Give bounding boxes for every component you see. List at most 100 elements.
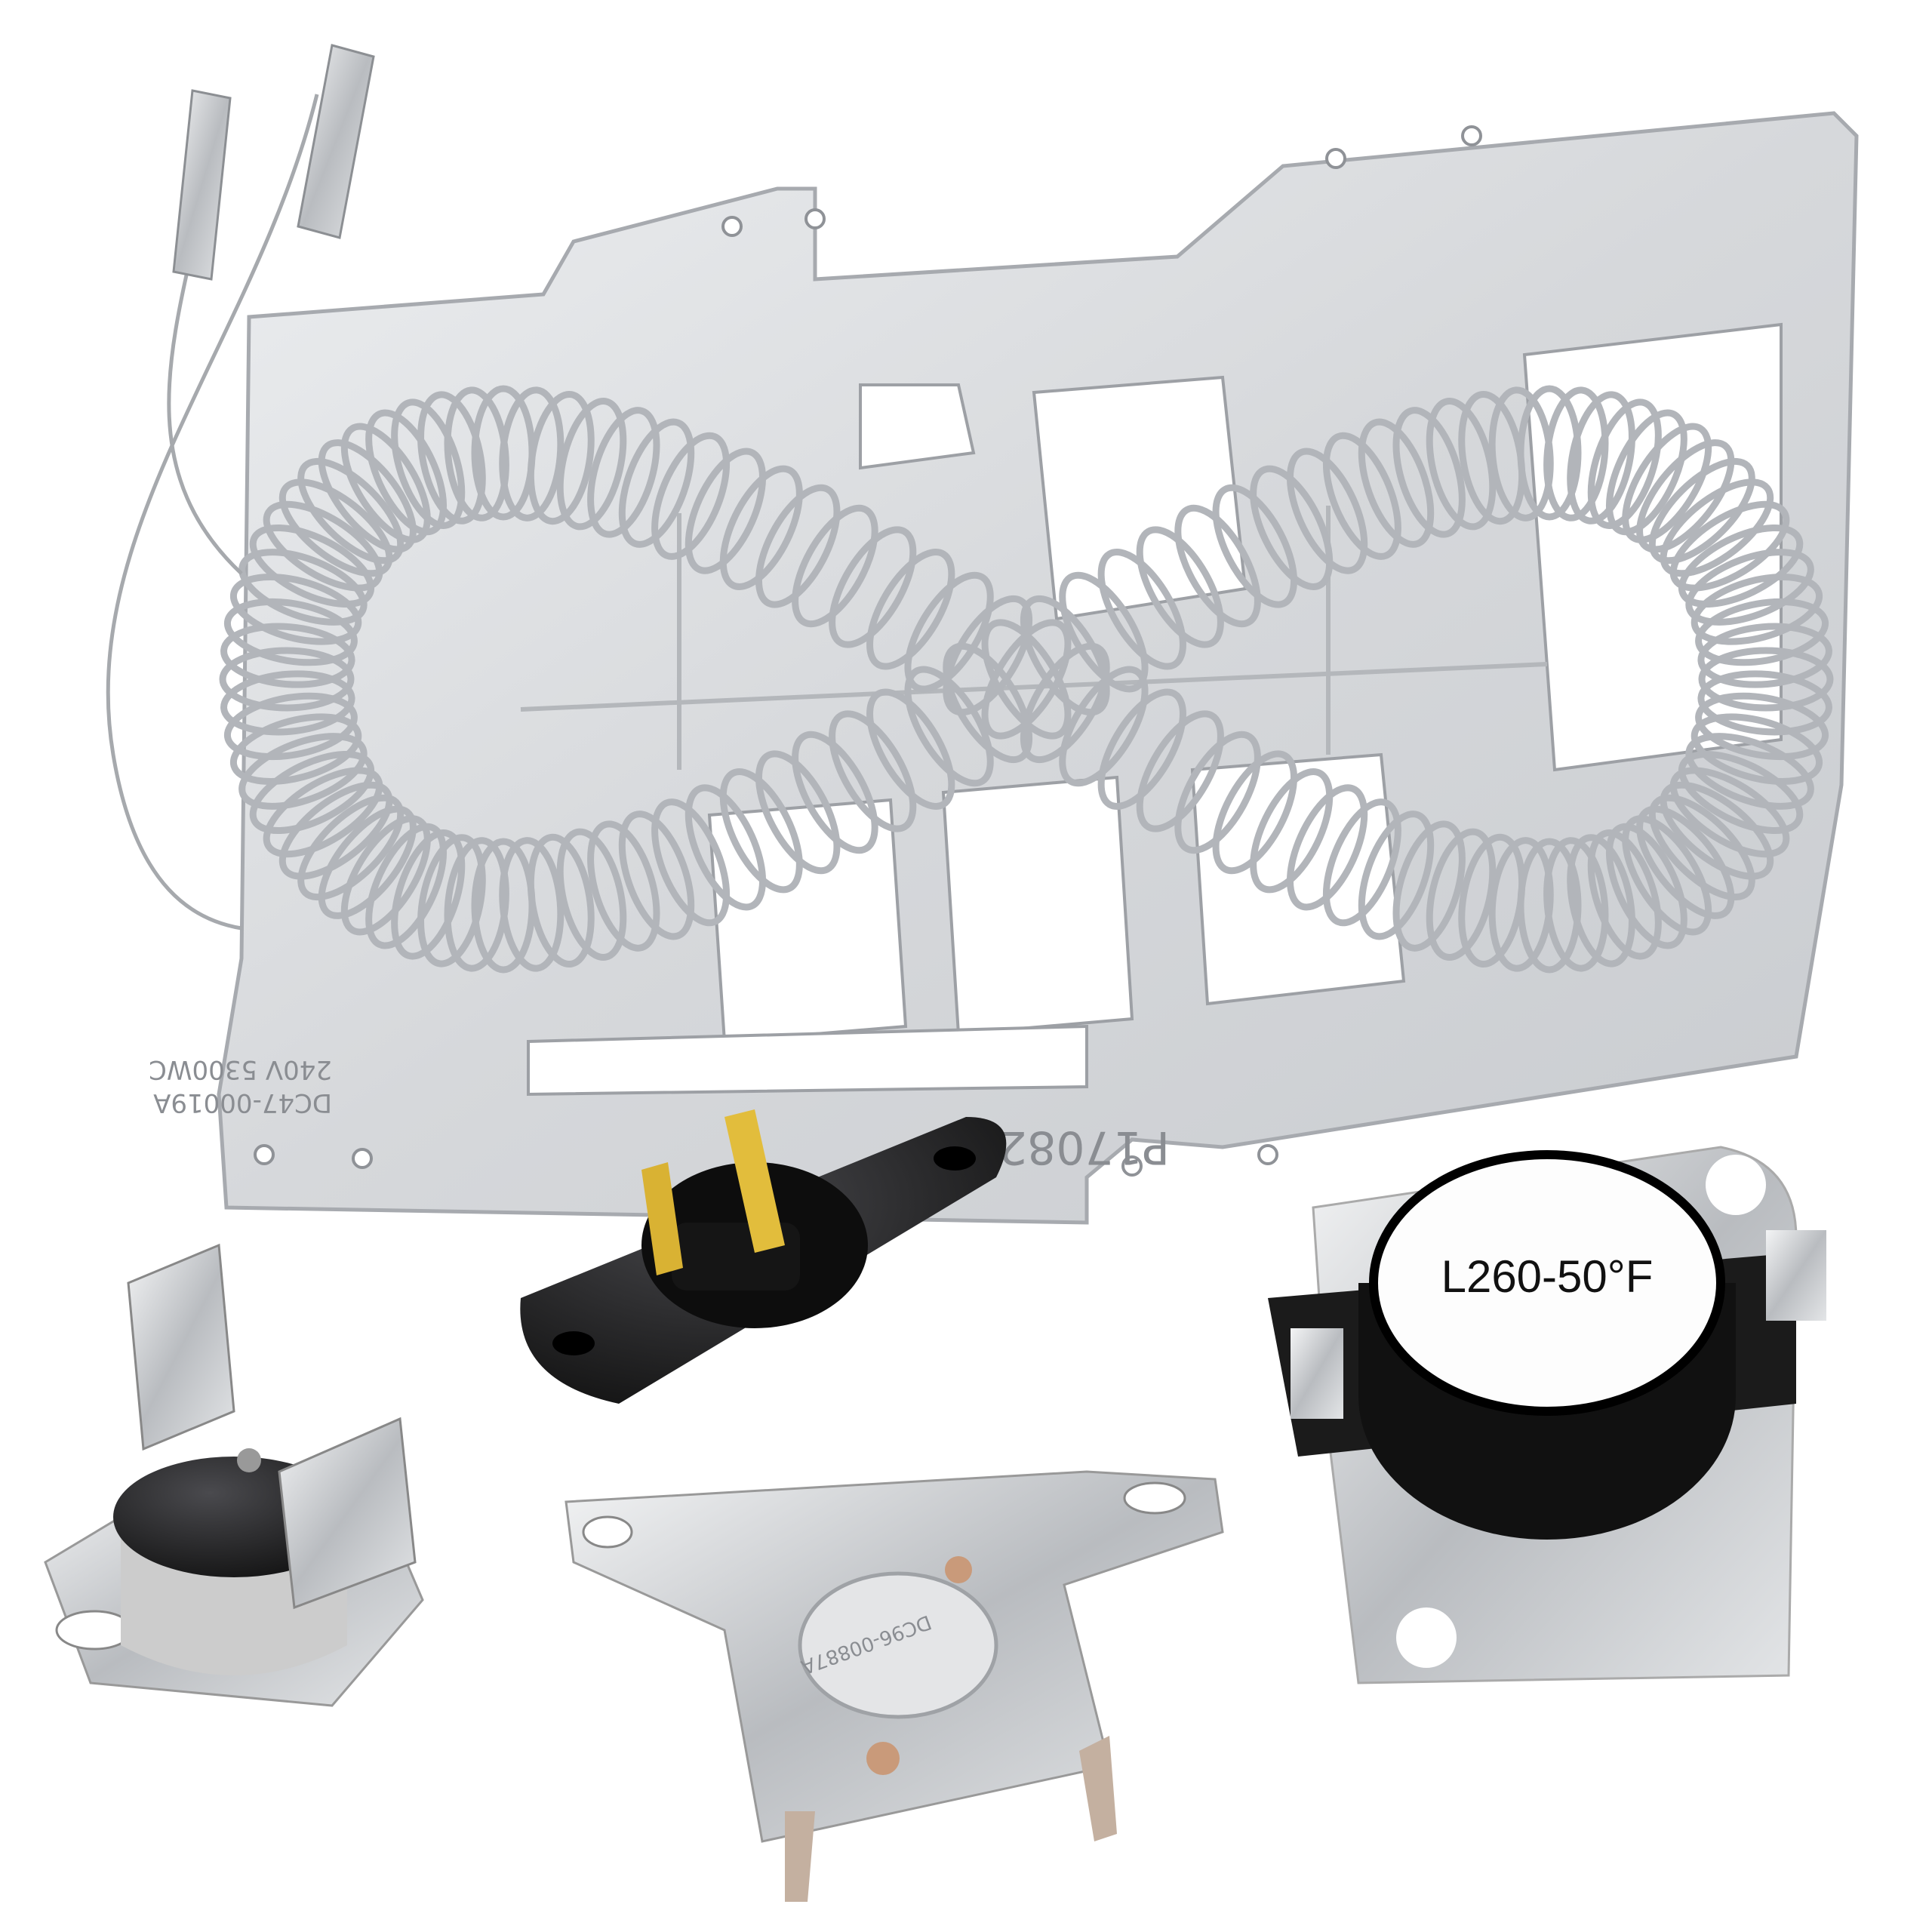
copper-rivet-icon (866, 1742, 900, 1775)
coil-loop (792, 731, 878, 854)
coil-loop (1690, 574, 1823, 645)
coil-loop (1648, 457, 1755, 565)
coil-loop (1358, 811, 1435, 940)
coil-loop (1250, 465, 1334, 590)
coil-loop (263, 500, 383, 592)
coil-loop (685, 784, 767, 911)
coil-loop (1567, 391, 1635, 525)
coil-loop (1685, 549, 1814, 626)
coil-loop (1622, 423, 1712, 543)
coil-loop (1392, 407, 1466, 538)
coil-loop (719, 768, 803, 894)
thermostat-bracket-assembly: DC96-00887A (565, 1470, 1224, 1902)
coil-loop (229, 713, 362, 785)
heating-coil (219, 385, 1834, 974)
coil-loop (685, 448, 767, 574)
coil-loop (220, 670, 355, 736)
coil-loop (651, 432, 731, 560)
coil-loop (238, 733, 368, 810)
coil-loop (1212, 750, 1298, 875)
part-number-text: DC47-00019A (153, 1088, 332, 1118)
brass-terminal-icon (641, 1162, 683, 1275)
coil-loop (1059, 666, 1149, 787)
thermostat-temperature-label: L260-50°F (1441, 1251, 1654, 1302)
coil-loop (1587, 398, 1662, 529)
coil-loop (1426, 828, 1497, 961)
cycling-thermostat (44, 1243, 424, 1707)
coil-loop (417, 834, 486, 968)
rating-text: 240V 5300WC (149, 1054, 332, 1084)
coil-loop (297, 457, 405, 565)
coil-loop (219, 647, 355, 712)
coil-loop (792, 504, 878, 628)
coil-loop (1648, 794, 1755, 901)
coil-loop (981, 619, 1072, 740)
copper-rivet-icon (945, 1556, 972, 1583)
coil-loop (391, 829, 466, 960)
coil-loop (587, 820, 660, 952)
coil-loop (223, 598, 358, 666)
coil-loop (1697, 670, 1832, 736)
coil-loop (365, 409, 448, 536)
coil-loop (1605, 409, 1687, 536)
coil-loop (1426, 397, 1497, 531)
coil-loop (1136, 710, 1224, 832)
coil-loop (1250, 768, 1334, 894)
coil-loop (1690, 713, 1823, 785)
coil-loop (556, 397, 627, 531)
coil-loop (587, 407, 660, 538)
coil-loop (1622, 815, 1712, 936)
coil-loop (1286, 784, 1368, 911)
coil-loop (651, 798, 731, 927)
coil-loop (471, 385, 536, 521)
coil-loop (1695, 598, 1829, 666)
plate-code-text: P17082 (998, 1121, 1170, 1174)
coil-loop (297, 794, 405, 901)
coil-loop (1392, 820, 1466, 952)
coil-loop (1322, 798, 1401, 927)
coil-loop (1605, 823, 1687, 949)
coil-loop (829, 710, 917, 832)
coil-loop (943, 642, 1033, 764)
coil-loop (556, 828, 627, 961)
coil-loop (1458, 833, 1526, 968)
coil-loop (1697, 623, 1832, 688)
high-limit-thermostat: L260-50°F (1268, 1146, 1826, 1684)
coil-loop (249, 750, 375, 835)
coil-loop (1174, 731, 1261, 854)
coil-loop (318, 439, 417, 553)
heater-element: DC47-00019A 240V 5300WC P17082 (106, 44, 1859, 1225)
coil-loop (618, 811, 695, 940)
coil-loop (719, 465, 803, 590)
coil-loop (1567, 834, 1635, 968)
coil-loop (1669, 767, 1790, 858)
coil-loop (220, 623, 355, 688)
coil-loop (527, 833, 595, 968)
wire-terminal-connectors (172, 44, 375, 281)
coil-loop (1174, 504, 1261, 628)
coil-loop (866, 549, 955, 670)
coil-loop (417, 391, 486, 525)
coil-loop (755, 484, 841, 608)
coil-loop (1669, 500, 1790, 592)
coil-loop (1678, 750, 1804, 835)
coil-loop (904, 666, 994, 787)
coil-loop (1660, 781, 1774, 880)
coil-loop (278, 781, 393, 880)
coil-loop (229, 574, 362, 645)
brass-terminal-icon (724, 1109, 785, 1253)
coil-loop (1678, 524, 1804, 608)
coil-loop (829, 526, 917, 648)
coil-loop (866, 688, 955, 810)
coil-loop (340, 815, 431, 936)
thermal-fuse (520, 1109, 1007, 1404)
heater-part-label: DC47-00019A 240V 5300WC (149, 1054, 332, 1118)
coil-loop (1136, 526, 1224, 648)
coil-loop (263, 767, 383, 858)
coil-loop (1322, 432, 1401, 560)
coil-loop (1660, 478, 1774, 577)
coil-loop (981, 619, 1072, 740)
coil-loop (1358, 418, 1435, 548)
